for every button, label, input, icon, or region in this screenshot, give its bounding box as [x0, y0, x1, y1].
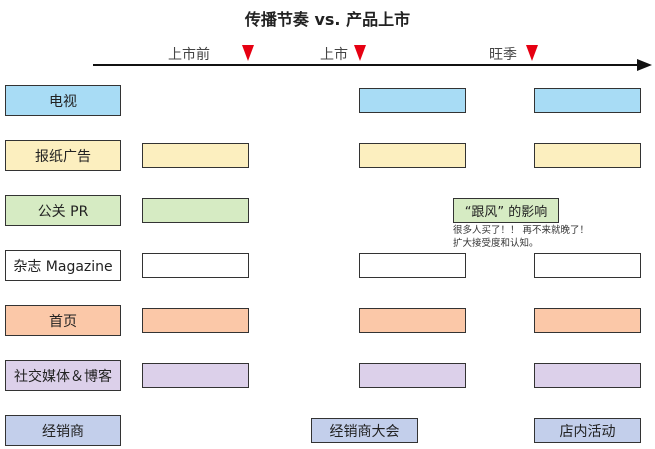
- timeline-arrowhead: [637, 59, 652, 71]
- phase-label-launch: 上市: [320, 47, 348, 63]
- phase-marker-peak-season: [526, 45, 538, 61]
- bandwagon-note: 很多人买了！！ 再不来就晚了！ 扩大接受度和认知。: [453, 224, 589, 250]
- phase-label-peak-season: 旺季: [489, 47, 517, 63]
- social-prelaunch-bar: [142, 363, 249, 388]
- social-peak-bar: [534, 363, 641, 388]
- in-store-event-bar: 店内活动: [534, 418, 641, 443]
- magazine-prelaunch-bar: [142, 253, 249, 278]
- timeline-axis: [93, 64, 641, 66]
- magazine-peak-bar: [534, 253, 641, 278]
- row-label-tv: 电视: [5, 85, 121, 116]
- newspaper-prelaunch-bar: [142, 143, 249, 168]
- bandwagon-note-line2: 扩大接受度和认知。: [453, 238, 539, 249]
- bandwagon-effect-callout: “跟风” 的影响: [453, 198, 559, 223]
- row-label-dealer: 经销商: [5, 415, 121, 446]
- social-launch-bar: [359, 363, 466, 388]
- homepage-peak-bar: [534, 308, 641, 333]
- row-label-pr: 公关 PR: [5, 195, 121, 226]
- pr-prelaunch-bar: [142, 198, 249, 223]
- row-label-newspaper: 报纸广告: [5, 140, 121, 171]
- row-label-homepage: 首页: [5, 305, 121, 336]
- diagram-title: 传播节奏 vs. 产品上市: [244, 10, 411, 29]
- newspaper-launch-bar: [359, 143, 466, 168]
- homepage-launch-bar: [359, 308, 466, 333]
- row-label-social: 社交媒体＆博客: [5, 360, 121, 391]
- bandwagon-note-line1: 很多人买了！！ 再不来就晚了！: [453, 225, 590, 236]
- row-label-magazine: 杂志 Magazine: [5, 250, 121, 281]
- phase-marker-prelaunch: [242, 45, 254, 61]
- phase-label-prelaunch: 上市前: [168, 47, 210, 63]
- newspaper-peak-bar: [534, 143, 641, 168]
- homepage-prelaunch-bar: [142, 308, 249, 333]
- tv-peak-bar: [534, 88, 641, 113]
- dealer-conference-bar: 经销商大会: [311, 418, 418, 443]
- phase-marker-launch: [354, 45, 366, 61]
- tv-launch-bar: [359, 88, 466, 113]
- magazine-launch-bar: [359, 253, 466, 278]
